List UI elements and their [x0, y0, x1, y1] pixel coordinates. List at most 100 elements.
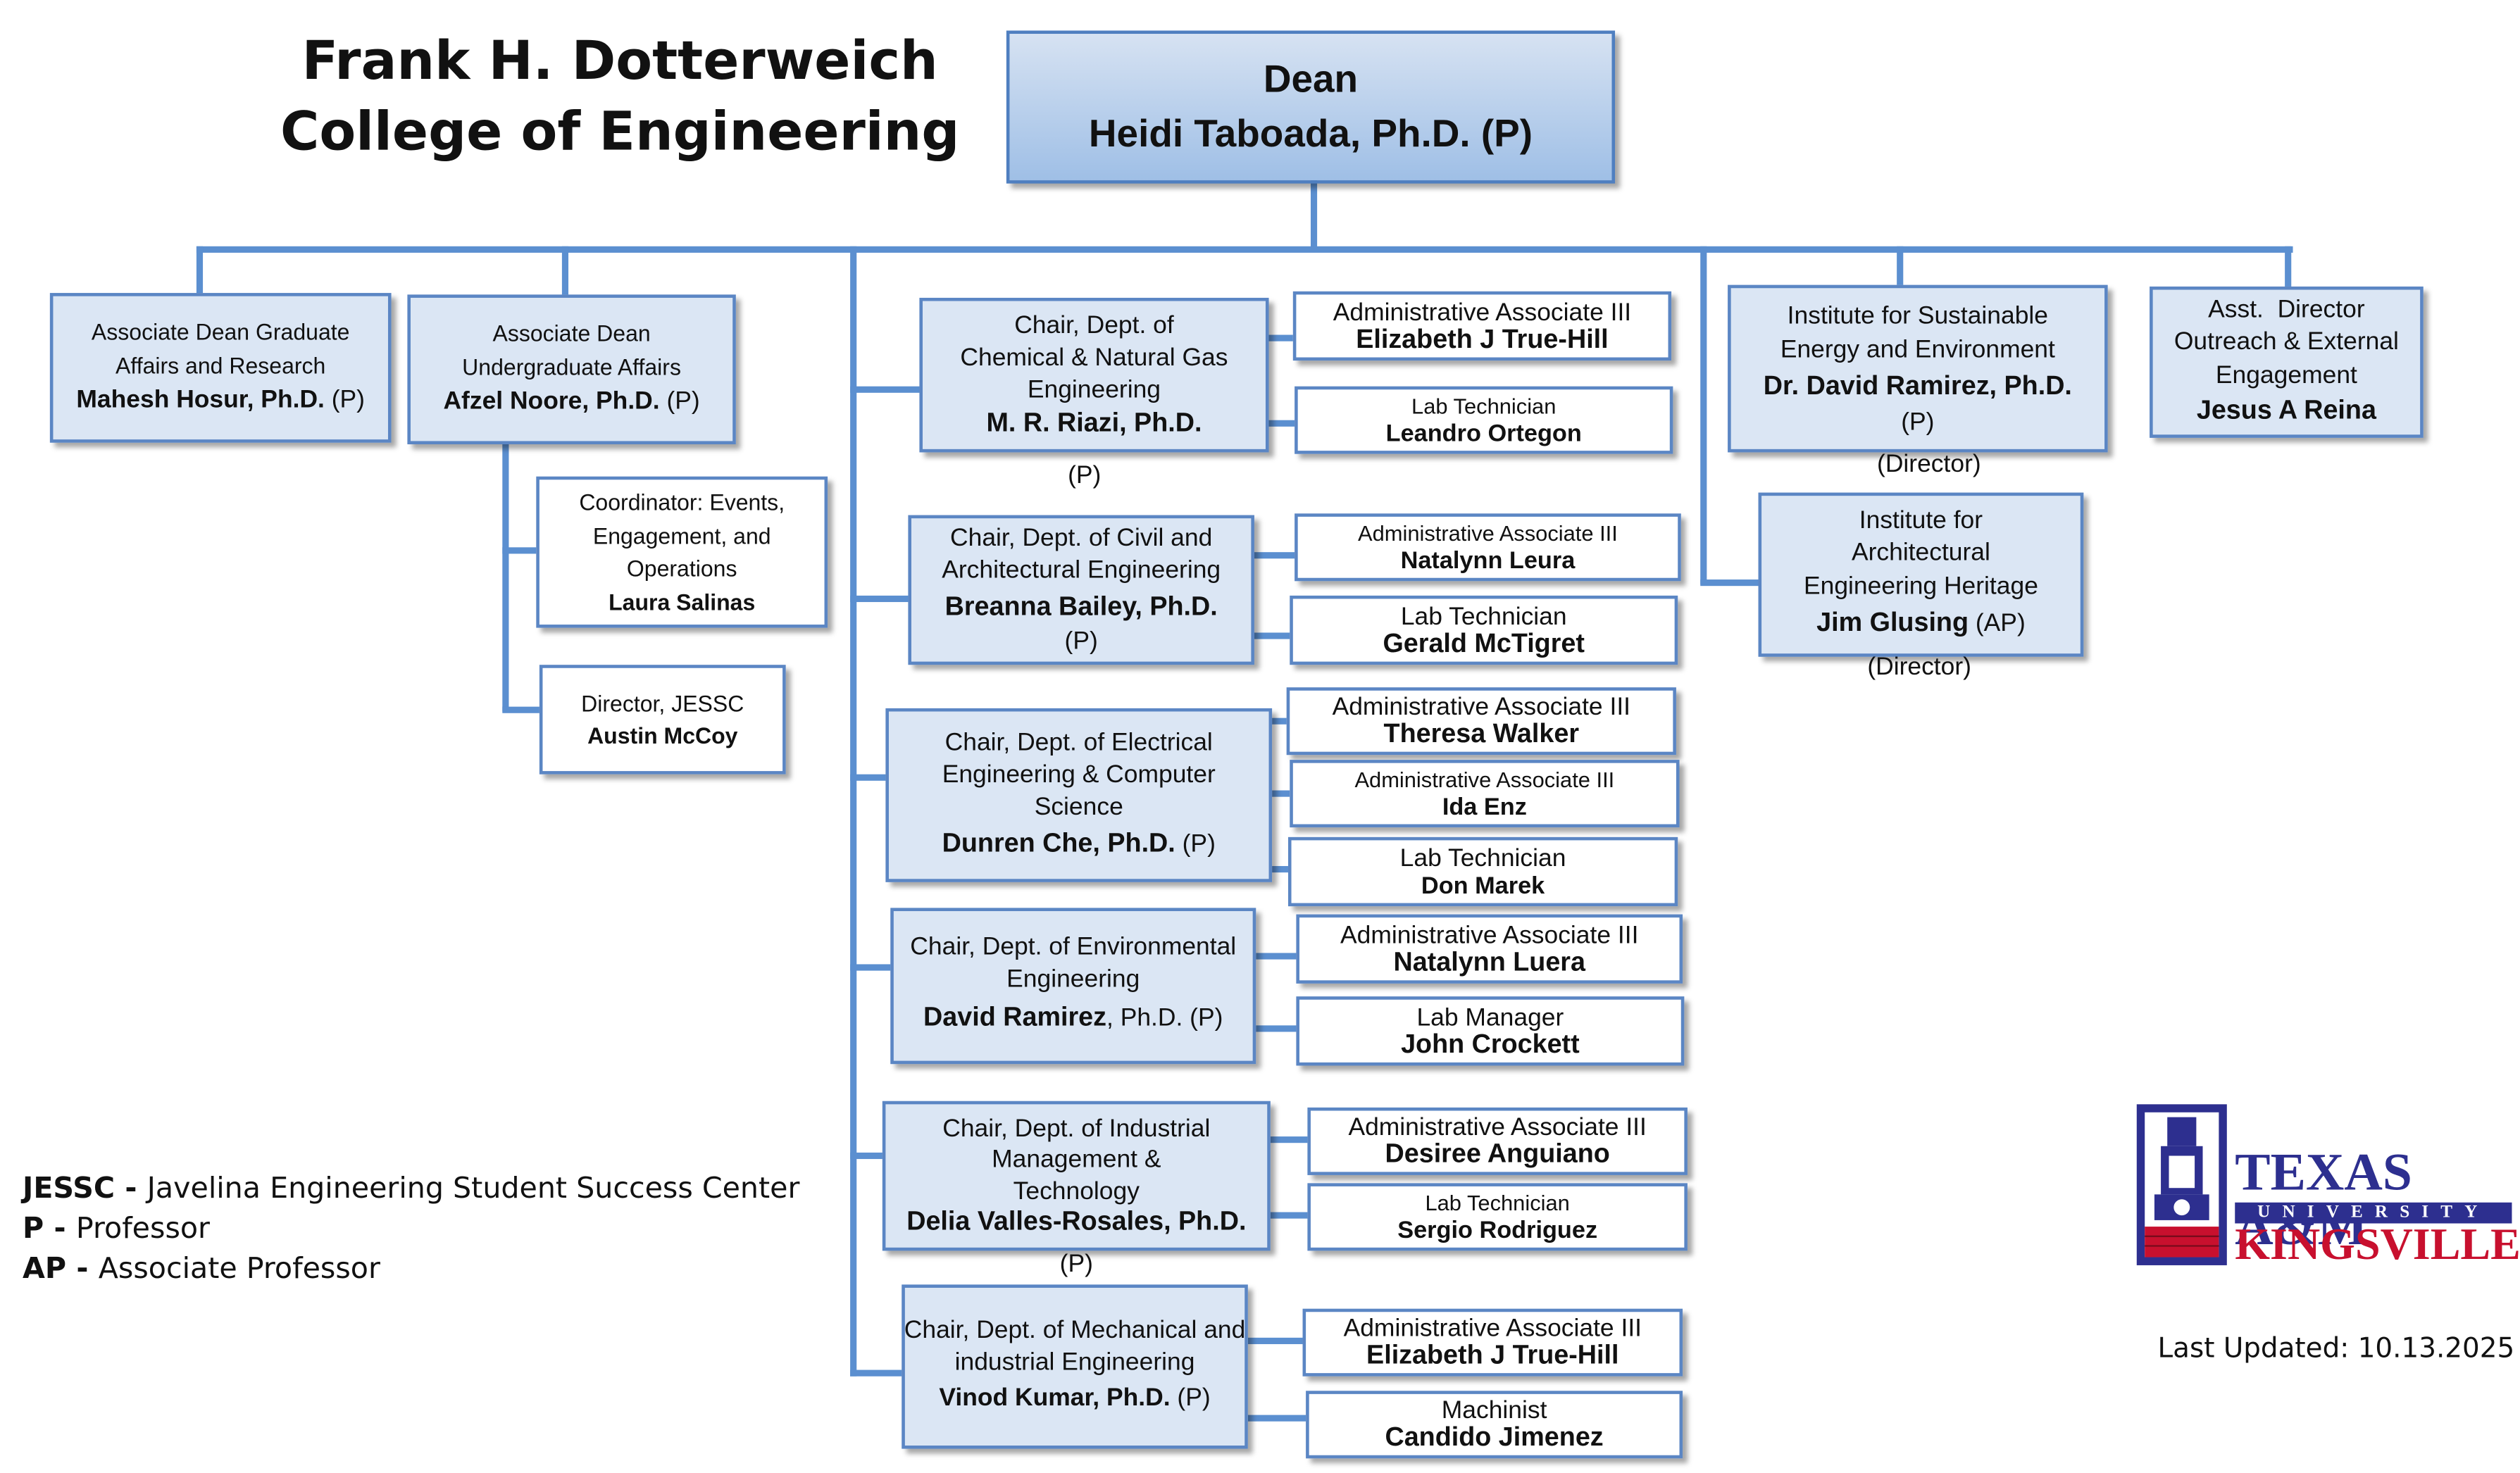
connector — [502, 547, 538, 554]
iaeh-title-3: Engineering Heritage — [1803, 572, 2038, 601]
chair-mechanical-title-1: Chair, Dept. of Mechanical and — [904, 1317, 1246, 1344]
chair-env-title-1: Chair, Dept. of Environmental — [910, 933, 1237, 961]
connector — [1247, 1415, 1306, 1422]
mech-machinist-box: Machinist Candido Jimenez — [1306, 1391, 1683, 1459]
iaeh-title-2: Architectural — [1851, 539, 1990, 568]
outreach-title-3: Engagement — [2215, 361, 2357, 389]
isee-director-label: (Director) — [1877, 451, 1981, 479]
civil-lab-title: Lab Technician — [1400, 603, 1567, 631]
chair-mechanical-name: Vinod Kumar, Ph.D. — [939, 1384, 1171, 1412]
connector — [850, 1152, 885, 1160]
chair-industrial-name: Delia Valles-Rosales, Ph.D. — [906, 1207, 1247, 1236]
outreach-title-2: Outreach & External — [2173, 328, 2399, 356]
legend-item: AP - Associate Professor — [23, 1252, 380, 1286]
chair-industrial-suffix: (P) — [1059, 1251, 1093, 1279]
connector — [1700, 246, 1707, 584]
last-updated: Last Updated: 10.13.2025 — [2157, 1332, 2515, 1365]
chair-mechanical-title-2: industrial Engineering — [954, 1348, 1195, 1377]
dean-role: Dean — [1263, 57, 1359, 101]
civil-admin-name: Natalynn Leura — [1400, 547, 1576, 575]
assoc-dean-ug-name: Afzel Noore, Ph.D. — [443, 387, 660, 415]
assoc-dean-ug-title-1: Associate Dean — [492, 320, 651, 346]
iaeh-title-1: Institute for — [1859, 506, 1983, 534]
chair-eecs-box: Chair, Dept. of Electrical Engineering &… — [885, 708, 1273, 882]
assoc-dean-grad-name: Mahesh Hosur, Ph.D. — [76, 386, 325, 414]
chair-mechanical-box: Chair, Dept. of Mechanical and industria… — [902, 1284, 1248, 1449]
tower-icon — [2136, 1104, 2227, 1265]
eecs-admin1-title: Administrative Associate III — [1332, 694, 1631, 722]
chair-industrial-title-1: Chair, Dept. of Industrial — [942, 1115, 1211, 1143]
civil-lab-box: Lab Technician Gerald McTigret — [1290, 595, 1678, 665]
connector — [850, 595, 910, 603]
connector — [196, 246, 204, 295]
jessc-director-name: Austin McCoy — [587, 722, 738, 749]
jessc-director-title: Director, JESSC — [581, 689, 744, 716]
chem-lab-box: Lab Technician Leandro Ortegon — [1295, 386, 1673, 454]
chair-civil-name: Breanna Bailey, Ph.D. — [944, 591, 1218, 621]
chair-industrial-title-3: Technology — [1013, 1177, 1140, 1205]
legend: JESSC - Javelina Engineering Student Suc… — [23, 1169, 799, 1289]
chair-civil-title-2: Architectural Engineering — [942, 556, 1221, 584]
coordinator-name: Laura Salinas — [609, 588, 756, 615]
connector — [1252, 953, 1298, 960]
connector — [1700, 579, 1759, 587]
connector — [1265, 334, 1295, 341]
chair-industrial-box: Chair, Dept. of Industrial Management & … — [882, 1101, 1271, 1251]
chair-eecs-title-2: Engineering & Computer — [942, 760, 1216, 789]
connector — [1897, 246, 1904, 287]
connector — [850, 1369, 904, 1377]
chair-env-name: David Ramirez — [923, 1003, 1107, 1032]
outreach-title-1: Asst. Director — [2208, 296, 2365, 323]
isee-box: Institute for Sustainable Energy and Env… — [1728, 284, 2108, 453]
mech-machinist-title: Machinist — [1441, 1397, 1547, 1425]
connector — [1268, 1136, 1309, 1143]
ind-lab-name: Sergio Rodriguez — [1397, 1217, 1598, 1245]
mech-admin-box: Administrative Associate III Elizabeth J… — [1302, 1308, 1683, 1377]
connector — [1251, 632, 1292, 639]
outreach-name: Jesus A Reina — [2196, 396, 2376, 426]
connector — [2285, 246, 2292, 289]
env-lab-box: Lab Manager John Crockett — [1296, 996, 1685, 1066]
assoc-dean-grad-box: Associate Dean Graduate Affairs and Rese… — [49, 293, 392, 443]
connector — [850, 774, 887, 781]
mech-admin-title: Administrative Associate III — [1343, 1315, 1642, 1343]
coordinator-box: Coordinator: Events, Engagement, and Ope… — [536, 476, 828, 628]
isee-name: Dr. David Ramirez, Ph.D. — [1763, 370, 2072, 401]
eecs-admin2-title: Administrative Associate III — [1354, 767, 1615, 792]
chair-eecs-name: Dunren Che, Ph.D. — [942, 828, 1175, 858]
chair-chemical-name: M. R. Riazi, Ph.D. — [986, 408, 1202, 438]
legend-item: P - Professor — [23, 1212, 210, 1246]
chair-civil-title-1: Chair, Dept. of Civil and — [950, 524, 1213, 552]
connector — [1268, 865, 1290, 873]
chair-chemical-title-2: Chemical & Natural Gas — [960, 344, 1228, 372]
assoc-dean-ug-box: Associate Dean Undergraduate Affairs Afz… — [407, 294, 736, 444]
connector — [1265, 420, 1298, 427]
eecs-lab-box: Lab Technician Don Marek — [1287, 836, 1678, 907]
dean-box: Dean Heidi Taboada, Ph.D. (P) — [1006, 30, 1616, 184]
eecs-admin1-name: Theresa Walker — [1383, 719, 1580, 749]
mech-machinist-name: Candido Jimenez — [1385, 1423, 1604, 1453]
coordinator-title-1: Coordinator: Events, — [579, 489, 785, 515]
connector — [1251, 552, 1297, 559]
legend-item: JESSC - Javelina Engineering Student Suc… — [23, 1172, 800, 1206]
chair-eecs-title-3: Science — [1034, 792, 1123, 820]
env-lab-title: Lab Manager — [1416, 1003, 1564, 1032]
env-admin-title: Administrative Associate III — [1340, 921, 1639, 949]
chair-env-title-2: Engineering — [1006, 965, 1140, 994]
isee-title-2: Energy and Environment — [1780, 335, 2055, 363]
chair-eecs-title-1: Chair, Dept. of Electrical — [944, 728, 1213, 756]
connector — [1268, 790, 1290, 797]
chair-eecs-suffix: (P) — [1175, 829, 1216, 858]
coordinator-title-2: Engagement, and — [592, 522, 771, 549]
connector — [1268, 1212, 1309, 1219]
chem-admin-name: Elizabeth J True-Hill — [1356, 324, 1609, 353]
civil-admin-title: Administrative Associate III — [1358, 521, 1618, 546]
jessc-director-box: Director, JESSC Austin McCoy — [539, 665, 786, 775]
isee-title-1: Institute for Sustainable — [1787, 301, 2049, 330]
chair-civil-box: Chair, Dept. of Civil and Architectural … — [908, 515, 1254, 665]
eecs-admin1-box: Administrative Associate III Theresa Wal… — [1286, 687, 1676, 756]
chem-lab-name: Leandro Ortegon — [1385, 420, 1582, 448]
isee-suffix: (P) — [1901, 408, 1935, 436]
connector — [850, 386, 921, 393]
